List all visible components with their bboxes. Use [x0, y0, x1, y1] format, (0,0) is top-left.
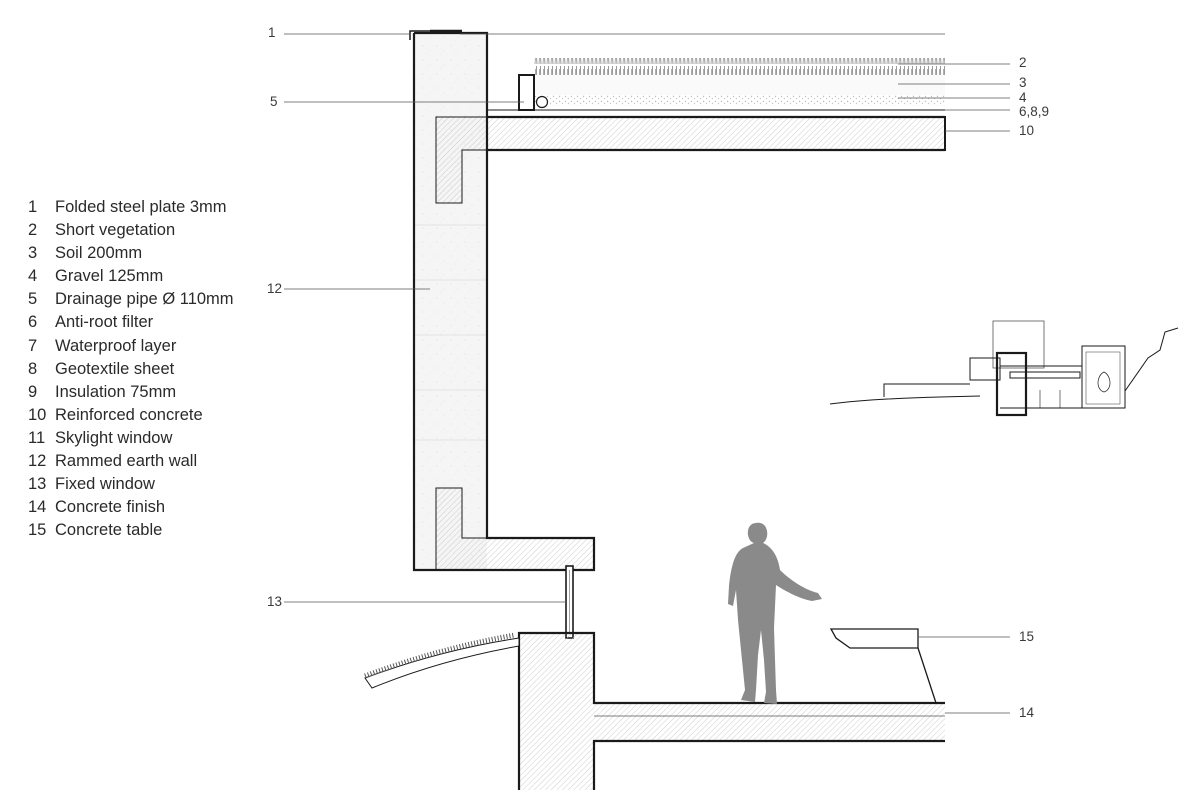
concrete-table — [829, 628, 919, 649]
drainage-pipe — [535, 95, 549, 109]
earth-strata — [414, 224, 487, 441]
legend-label: Anti-root filter — [55, 313, 154, 332]
callout-15: 15 — [1019, 629, 1035, 644]
exterior-grass — [364, 632, 516, 679]
callout-1: 1 — [268, 25, 276, 40]
legend-label: Waterproof layer — [55, 336, 177, 355]
key-plan-highlight — [995, 351, 1028, 417]
lower-wall-outline — [517, 631, 945, 790]
legend-label: Short vegetation — [55, 221, 176, 240]
steel-plate — [409, 30, 430, 40]
legend-item: 6 Anti-root filter — [28, 311, 234, 334]
legend-number: 13 — [28, 475, 47, 494]
legend-item: 14 Concrete finish — [28, 496, 234, 519]
legend-item: 4 Gravel 125mm — [28, 265, 234, 288]
callout-4: 4 — [1019, 90, 1027, 105]
legend-label: Skylight window — [55, 428, 173, 447]
legend-item: 3 Soil 200mm — [28, 242, 234, 265]
callout-10: 10 — [1019, 123, 1035, 138]
legend-label: Concrete table — [55, 521, 163, 540]
legend-item: 7 Waterproof layer — [28, 335, 234, 358]
green-roof — [487, 58, 945, 111]
legend-item: 9 Insulation 75mm — [28, 381, 234, 404]
legend-label: Reinforced concrete — [55, 405, 203, 424]
key-plan-terrain — [829, 327, 1179, 405]
gravel-layer — [534, 95, 945, 106]
callout-5: 5 — [270, 94, 278, 109]
legend-item: 12 Rammed earth wall — [28, 450, 234, 473]
legend-number: 3 — [28, 244, 38, 263]
human-figure — [728, 522, 822, 704]
roof-slab — [486, 116, 946, 151]
callout-12: 12 — [267, 281, 283, 296]
legend-number: 5 — [28, 290, 38, 309]
callout-13: 13 — [267, 594, 283, 609]
legend-number: 1 — [28, 198, 38, 216]
legend-item: 5 Drainage pipe Ø 110mm — [28, 288, 234, 311]
legend-number: 2 — [28, 221, 38, 240]
legend-label: Insulation 75mm — [55, 382, 177, 401]
lower-bond-beam — [435, 487, 595, 571]
legend-label: Gravel 125mm — [55, 267, 164, 286]
drainage-upstand — [518, 74, 535, 111]
legend: 1 Folded steel plate 3mm 2 Short vegetation… — [28, 196, 234, 542]
legend-number: 15 — [28, 521, 47, 540]
legend-item: 2 Short vegetation — [28, 219, 234, 242]
legend-label: Fixed window — [55, 475, 155, 494]
legend-item: 15 Concrete table — [28, 519, 234, 542]
legend-number: 12 — [28, 452, 47, 471]
leader-lines — [284, 33, 1010, 714]
legend-number: 4 — [28, 267, 38, 286]
legend-number: 7 — [28, 336, 38, 355]
soil-layer — [534, 75, 945, 95]
callout-2: 2 — [1019, 55, 1027, 70]
legend-number: 10 — [28, 405, 47, 424]
legend-label: Rammed earth wall — [55, 452, 198, 471]
table-support — [917, 647, 937, 704]
callout-3: 3 — [1019, 75, 1027, 90]
key-plan-terrain-left — [883, 383, 970, 397]
legend-item: 1 Folded steel plate 3mm — [28, 196, 234, 219]
legend-number: 11 — [28, 428, 46, 447]
legend-label: Soil 200mm — [55, 244, 143, 263]
legend-label: Geotextile sheet — [55, 359, 175, 378]
legend-item: 11 Skylight window — [28, 427, 234, 450]
legend-item: 13 Fixed window — [28, 473, 234, 496]
legend-number: 14 — [28, 498, 47, 517]
callout-14: 14 — [1019, 705, 1035, 720]
wall-outline — [412, 31, 945, 572]
legend-number: 8 — [28, 359, 38, 378]
key-plan — [829, 320, 1179, 417]
legend-number: 6 — [28, 313, 38, 332]
lower-retaining-wall — [519, 633, 945, 790]
vegetation-layer — [534, 58, 945, 75]
exterior-ground — [364, 637, 520, 689]
callout-6-8-9: 6,8,9 — [1019, 104, 1050, 119]
legend-label: Folded steel plate 3mm — [55, 198, 227, 216]
legend-item: 10 Reinforced concrete — [28, 404, 234, 427]
legend-number: 9 — [28, 382, 38, 401]
legend-item: 8 Geotextile sheet — [28, 358, 234, 381]
legend-label: Concrete finish — [55, 498, 166, 517]
legend-label: Drainage pipe Ø 110mm — [55, 290, 234, 309]
